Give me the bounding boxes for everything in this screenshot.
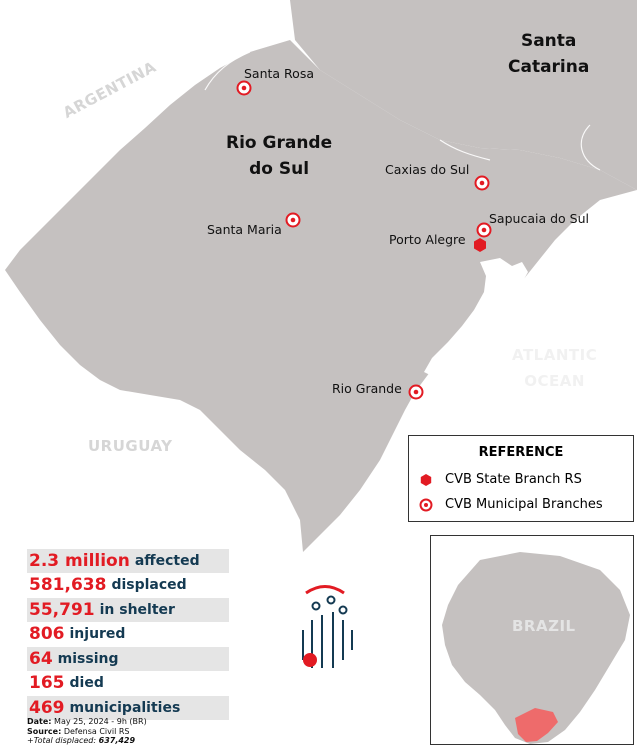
cvb-logo	[302, 585, 353, 668]
target-circle-icon	[419, 498, 433, 512]
legend-label: CVB State Branch RS	[445, 472, 582, 487]
inset-frame	[430, 535, 634, 745]
municipal-marker	[476, 222, 492, 238]
city-label-rio-grande: Rio Grande	[332, 381, 402, 396]
state-branch-marker	[474, 238, 486, 252]
brazil-inset-map	[442, 552, 630, 744]
footer-source: Source: Defensa Civil RS	[27, 726, 130, 736]
rio-grande-do-sul-shape	[5, 40, 637, 552]
logo-red-dot	[303, 653, 317, 667]
city-label-caxias-do-sul: Caxias do Sul	[385, 162, 470, 177]
logo-node	[326, 595, 336, 605]
legend-item-state-branch: CVB State Branch RS	[419, 472, 582, 487]
municipal-marker	[236, 80, 252, 96]
footer-total-displaced: +Total displaced: 637,429	[27, 736, 136, 745]
logo-node	[338, 605, 348, 615]
river-line	[0, 0, 601, 171]
legend-title: REFERENCE	[478, 445, 564, 460]
santa-catarina-shape	[290, 0, 637, 190]
brazil-shape	[442, 552, 630, 744]
municipal-marker	[285, 212, 301, 228]
legend-box: REFERENCE CVB State Branch RS CVB Munici…	[408, 435, 634, 522]
country-label-brazil: BRAZIL	[512, 617, 576, 635]
rio-grande-do-sul-highlight	[515, 708, 558, 742]
municipal-marker	[474, 175, 490, 191]
logo-node	[311, 601, 321, 611]
city-label-santa-maria: Santa Maria	[207, 222, 282, 237]
footer-notes: Date: May 25, 2024 - 9h (BR) Source: Def…	[27, 717, 147, 746]
city-label-santa-rosa: Santa Rosa	[244, 66, 314, 81]
country-label-uruguay: URUGUAY	[88, 437, 173, 455]
municipal-marker	[408, 384, 424, 400]
legend-item-municipal-branches: CVB Municipal Branches	[419, 497, 603, 512]
legend-label: CVB Municipal Branches	[445, 497, 603, 512]
lagoon-shape	[424, 258, 528, 376]
logo-body	[302, 612, 353, 668]
city-label-porto-alegre: Porto Alegre	[389, 232, 466, 247]
city-label-sapucaia-do-sul: Sapucaia do Sul	[489, 211, 589, 226]
hexagon-icon	[419, 473, 433, 487]
logo-arc	[305, 585, 345, 595]
footer-date: Date: May 25, 2024 - 9h (BR)	[27, 717, 147, 726]
